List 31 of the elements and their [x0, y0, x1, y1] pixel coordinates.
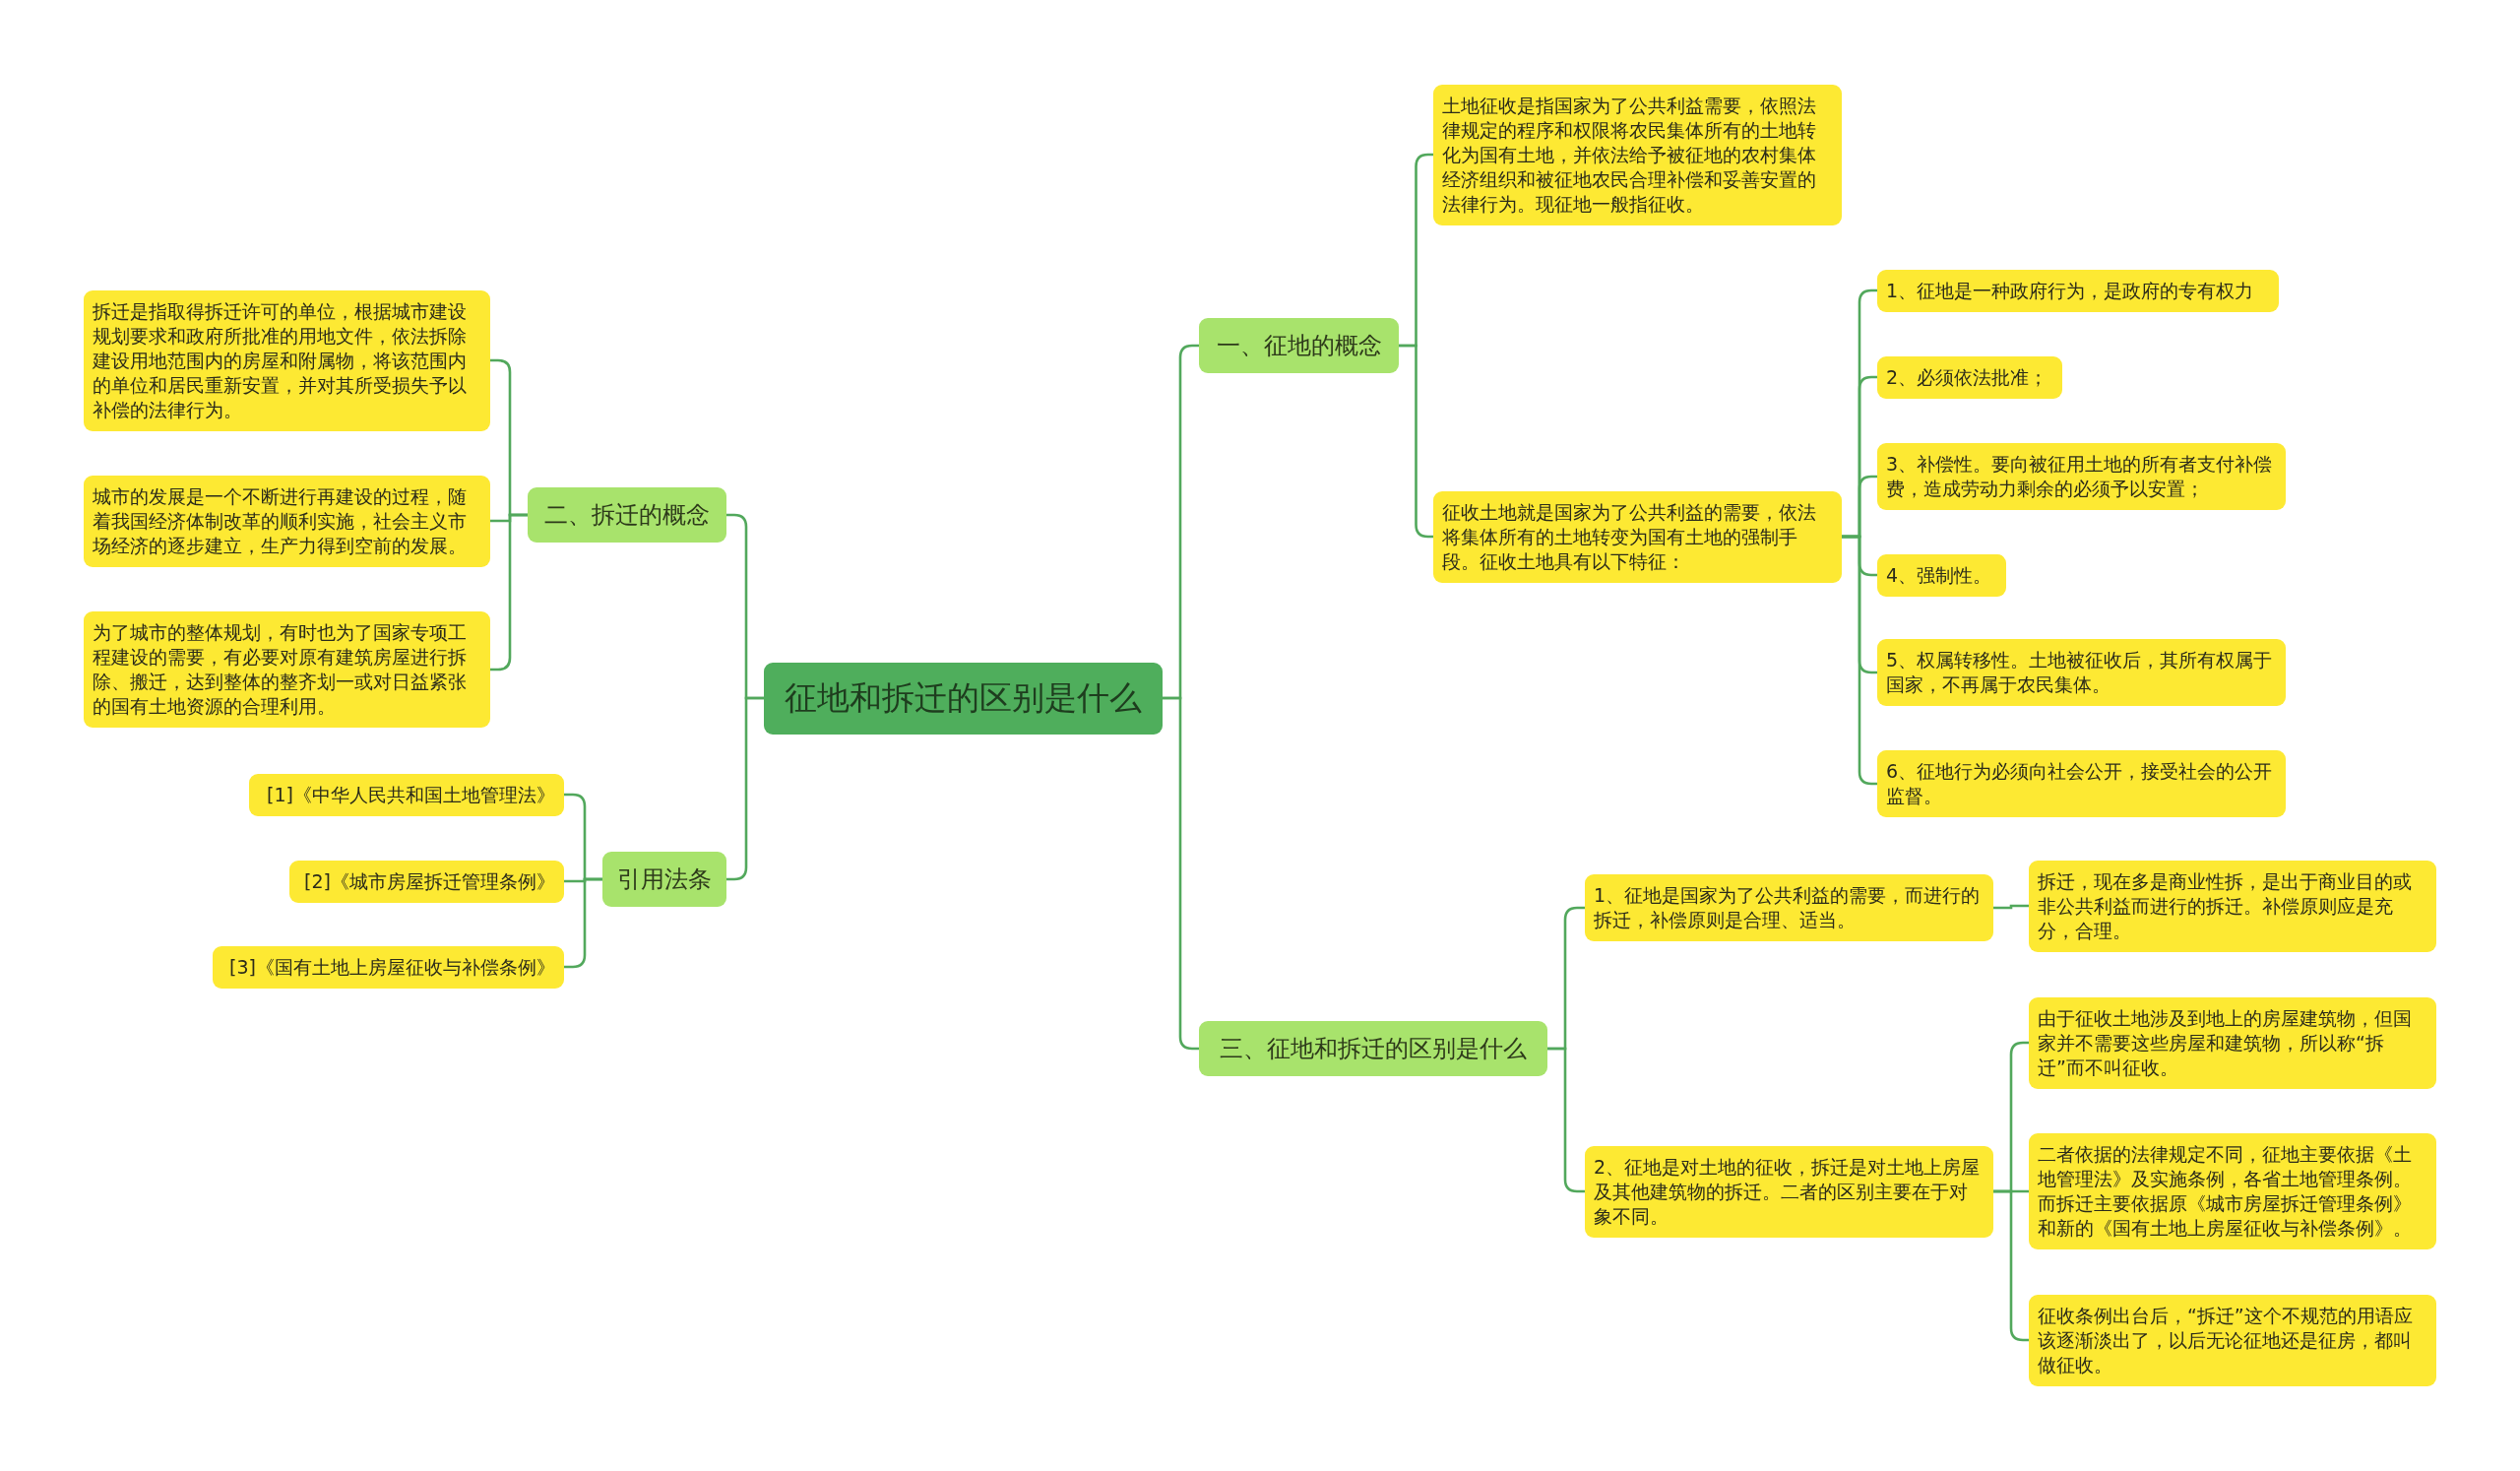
branch-topic: 一、征地的概念 — [1199, 318, 1399, 373]
text-card: 2、征地是对土地的征收，拆迁是对土地上房屋及其他建筑物的拆迁。二者的区别主要在于对象不同。 — [1585, 1145, 1993, 1238]
text-card: 征收土地就是国家为了公共利益的需要，依法将集体所有的土地转变为国有土地的强制手段。征收土地具有以下特征： — [1433, 490, 1842, 583]
text-card: 拆迁是指取得拆迁许可的单位，根据城市建设规划要求和政府所批准的用地文件，依法拆除建设用地范围内的房屋和附属物，将该范围内的单位和居民重新安置，并对其所受损失予以补偿的法律行为。 — [84, 289, 490, 431]
text-card: 3、补偿性。要向被征用土地的所有者支付补偿费，造成劳动力剩余的必须予以安置； — [1877, 443, 2286, 510]
text-card: [3]《国有土地上房屋征收与补偿条例》 — [213, 945, 564, 989]
text-card: [1]《中华人民共和国土地管理法》 — [249, 773, 564, 816]
text-card: 拆迁，现在多是商业性拆，是出于商业目的或非公共利益而进行的拆迁。补偿原则应是充分，合理。 — [2029, 860, 2436, 952]
branch-topic: 引用法条 — [602, 852, 726, 907]
connector-line — [1993, 1189, 2029, 1342]
connector-line — [1547, 1047, 1585, 1193]
connector-line — [1993, 904, 2029, 910]
text-card: 城市的发展是一个不断进行再建设的过程，随着我国经济体制改革的顺利实施，社会主义市场经济的逐步建立，生产力得到空前的发展。 — [84, 475, 490, 567]
text-card: 1、征地是国家为了公共利益的需要，而进行的拆迁，补偿原则是合理、适当。 — [1585, 874, 1993, 941]
connector-line — [726, 696, 764, 881]
text-card: 为了城市的整体规划，有时也为了国家专项工程建设的需要，有必要对原有建筑房屋进行拆除、搬迁，达到整体的整齐划一或对日益紧张的国有土地资源的合理利用。 — [84, 611, 490, 728]
connector-line — [490, 513, 528, 672]
text-card: 4、强制性。 — [1877, 553, 2006, 597]
branch-topic: 三、征地和拆迁的区别是什么 — [1199, 1021, 1547, 1076]
root-topic: 征地和拆迁的区别是什么 — [764, 662, 1163, 735]
branch-topic: 二、拆迁的概念 — [528, 487, 726, 543]
text-card: 6、征地行为必须向社会公开，接受社会的公开监督。 — [1877, 750, 2286, 817]
text-card: 2、必须依法批准； — [1877, 355, 2062, 399]
text-card: 土地征收是指国家为了公共利益需要，依照法律规定的程序和权限将农民集体所有的土地转化为国有土地，并依法给予被征地的农村集体经济组织和被征地农民合理补偿和妥善安置的法律行为。现征地一般指征收。 — [1433, 84, 1842, 225]
connector-line — [564, 877, 602, 969]
text-card: [2]《城市房屋拆迁管理条例》 — [289, 860, 564, 903]
text-card: 征收条例出台后，“拆迁”这个不规范的用语应该逐渐淡出了，以后无论征地还是征房，都叫做征收。 — [2029, 1294, 2436, 1386]
text-card: 由于征收土地涉及到地上的房屋建筑物，但国家并不需要这些房屋和建筑物，所以称“拆迁”而不叫征收。 — [2029, 996, 2436, 1089]
text-card: 二者依据的法律规定不同，征地主要依据《土地管理法》及实施条例，各省土地管理条例。而拆迁主要依据原《城市房屋拆迁管理条例》和新的《国有土地上房屋征收与补偿条例》。 — [2029, 1133, 2436, 1249]
text-card: 1、征地是一种政府行为，是政府的专有权力 — [1877, 269, 2279, 312]
text-card: 5、权属转移性。土地被征收后，其所有权属于国家，不再属于农民集体。 — [1877, 639, 2286, 706]
